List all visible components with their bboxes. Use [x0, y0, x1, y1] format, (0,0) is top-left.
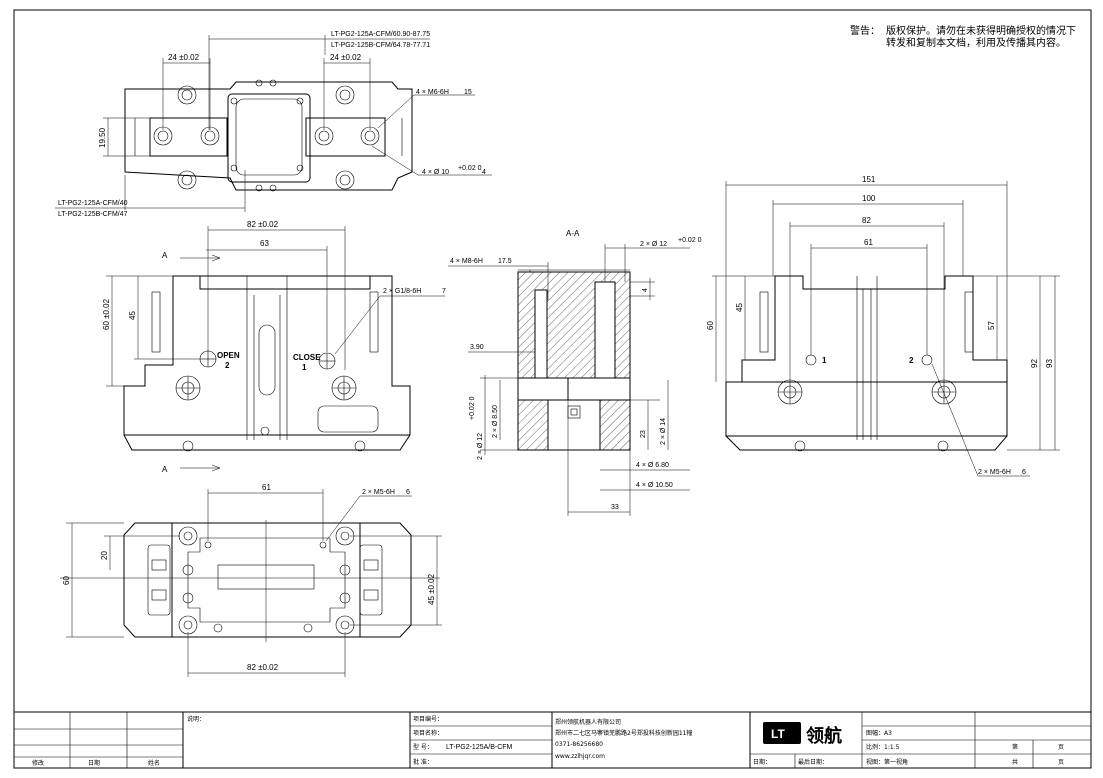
dim-60-front: 60 ±0.02: [102, 298, 111, 330]
port-g18-depth: 7: [442, 288, 446, 295]
hole-d12-top-tol: +0.02 0: [678, 237, 702, 244]
note-label: 说明：: [187, 715, 205, 723]
dim-60-bottom: 60: [62, 576, 71, 585]
dim-82-bottom: 82 ±0.02: [247, 663, 279, 672]
dim-24-left: 24 ±0.02: [168, 53, 200, 62]
callout-125a-range: LT-PG2-125A-CFM/60.90-87.75: [331, 31, 430, 38]
dim-92-side: 92: [1030, 359, 1039, 368]
thread-m6-depth: 15: [464, 89, 472, 96]
port-2-label: 2: [909, 356, 914, 365]
dim-100: 100: [862, 194, 876, 203]
hole-d12-top: 2 × Ø 12: [640, 241, 667, 248]
hole-d10-depth: 4: [482, 169, 486, 176]
hole-d10-tol: +0.02 0: [458, 165, 482, 172]
warning-label: 警告：: [850, 24, 880, 37]
dim-93-side: 93: [1045, 359, 1054, 368]
model-label: 型 号：: [413, 743, 433, 751]
port-g18: 2 × G1/8-6H: [383, 288, 421, 295]
rev-col-name: 姓名: [148, 759, 160, 767]
thread-m6: 4 × M6-6H: [416, 89, 449, 96]
company-name: 郑州领航机器人有限公司: [555, 718, 621, 726]
project-name-label: 项目名称：: [413, 729, 443, 737]
dim-33: 33: [611, 504, 619, 511]
open-num: 2: [225, 361, 230, 370]
dim-23: 23: [640, 430, 647, 438]
rev-col-date: 日期: [88, 759, 100, 767]
logo-text: 领航: [806, 725, 842, 747]
dim-57-side: 57: [987, 321, 996, 330]
warning-line2: 转发和复制本文档，利用及传播其内容。: [886, 36, 1066, 49]
view-label: 视图：第一视角: [866, 758, 908, 766]
page-label: 第: [1012, 743, 1018, 751]
callout-125b-range: LT-PG2-125B-CFM/64.78-77.71: [331, 42, 430, 49]
dim-45-front: 45: [128, 311, 137, 320]
bottom-view: 61 2 × M5-6H 6 60 20 45 ±0.02 82 ±0.02: [60, 483, 442, 677]
hole-d10: 4 × Ø 10: [422, 169, 449, 176]
port-1-label: 1: [822, 356, 827, 365]
dim-19-50: 19.50: [98, 127, 107, 148]
dim-82-side: 82: [862, 216, 871, 225]
dim-151: 151: [862, 175, 876, 184]
section-marker-a-top: A: [162, 251, 168, 260]
company-web: www.zzlhjqr.com: [555, 753, 605, 760]
open-label: OPEN: [217, 351, 240, 360]
title-block: 修改 日期 姓名 说明： 项目编号： 项目名称： 型 号： LT-PG2-125…: [14, 711, 1091, 768]
dim-61-bottom: 61: [262, 483, 271, 492]
callout-125b-47: LT-PG2-125B-CFM/47: [58, 211, 128, 218]
thread-m5-bottom: 2 × M5-6H: [362, 489, 395, 496]
section-view-a-a: A-A 4 × M8-6H 17.5 2 × Ø 12 +0.02 0 4 3.…: [448, 229, 702, 516]
project-no-label: 项目编号：: [413, 715, 443, 723]
dim-61-side: 61: [864, 238, 873, 247]
front-view: OPEN 2 CLOSE 1 82 ±0.02 63 60 ±0.02 45 A…: [102, 220, 446, 474]
date-label: 日期：: [753, 758, 771, 766]
logo-mark: LT: [771, 727, 785, 741]
section-title: A-A: [566, 229, 580, 238]
dim-24-right: 24 ±0.02: [330, 53, 362, 62]
thread-m8-depth: 17.5: [498, 258, 512, 265]
company-phone: 0371-86256680: [555, 741, 603, 748]
dim-45-bottom: 45 ±0.02: [427, 573, 436, 605]
thread-m5-side: 2 × M5-6H: [978, 469, 1011, 476]
hole-d8-50: 2 × Ø 8.50: [492, 405, 499, 438]
hole-d10-50: 4 × Ø 10.50: [636, 482, 673, 489]
dim-63-front: 63: [260, 239, 269, 248]
top-view: 24 ±0.02 24 ±0.02 19.50 LT-PG2-125A-CFM/…: [55, 31, 492, 218]
callout-125a-40: LT-PG2-125A-CFM/40: [58, 200, 128, 207]
close-label: CLOSE: [293, 353, 321, 362]
close-num: 1: [302, 363, 307, 372]
approve-label: 批 准：: [413, 758, 433, 766]
dim-3-90: 3.90: [470, 344, 484, 351]
hole-d12-side: 2 × Ø 12: [477, 433, 484, 460]
company-address: 郑州市二七区马寨镇芜鹏路2号郑投科技创新园11幢: [555, 729, 692, 737]
total-unit: 页: [1058, 759, 1064, 766]
hole-d12-side-tol: +0.02 0: [469, 396, 476, 420]
dim-60-side: 60: [706, 321, 715, 330]
hole-d14: 2 × Ø 14: [660, 418, 667, 445]
scale: 比例：1:1.5: [866, 743, 900, 751]
section-marker-a-bottom: A: [162, 465, 168, 474]
dim-82-front: 82 ±0.02: [247, 220, 279, 229]
last-date-label: 最后日期：: [798, 758, 828, 766]
thread-m5-side-depth: 6: [1022, 469, 1026, 476]
hole-d6-80: 4 × Ø 6.80: [636, 462, 669, 469]
total-label: 共: [1012, 758, 1018, 766]
model-value: LT-PG2-125A/B-CFM: [446, 744, 513, 751]
rev-col-modify: 修改: [32, 759, 44, 767]
thread-m5-bottom-depth: 6: [406, 489, 410, 496]
paper-size: 图幅：A3: [866, 729, 892, 737]
thread-m8: 4 × M8-6H: [450, 258, 483, 265]
dim-4-section: 4: [642, 288, 649, 292]
page-unit: 页: [1058, 744, 1064, 751]
dim-45-side: 45: [735, 303, 744, 312]
warning-line1: 版权保护。请勿在未获得明确授权的情况下: [886, 24, 1076, 37]
side-view: 1 2 151 100 82 61 60 45 57 92 93 2 × M5-…: [706, 175, 1060, 477]
logo-mark-box: [763, 722, 801, 744]
dim-20-bottom: 20: [100, 551, 109, 560]
